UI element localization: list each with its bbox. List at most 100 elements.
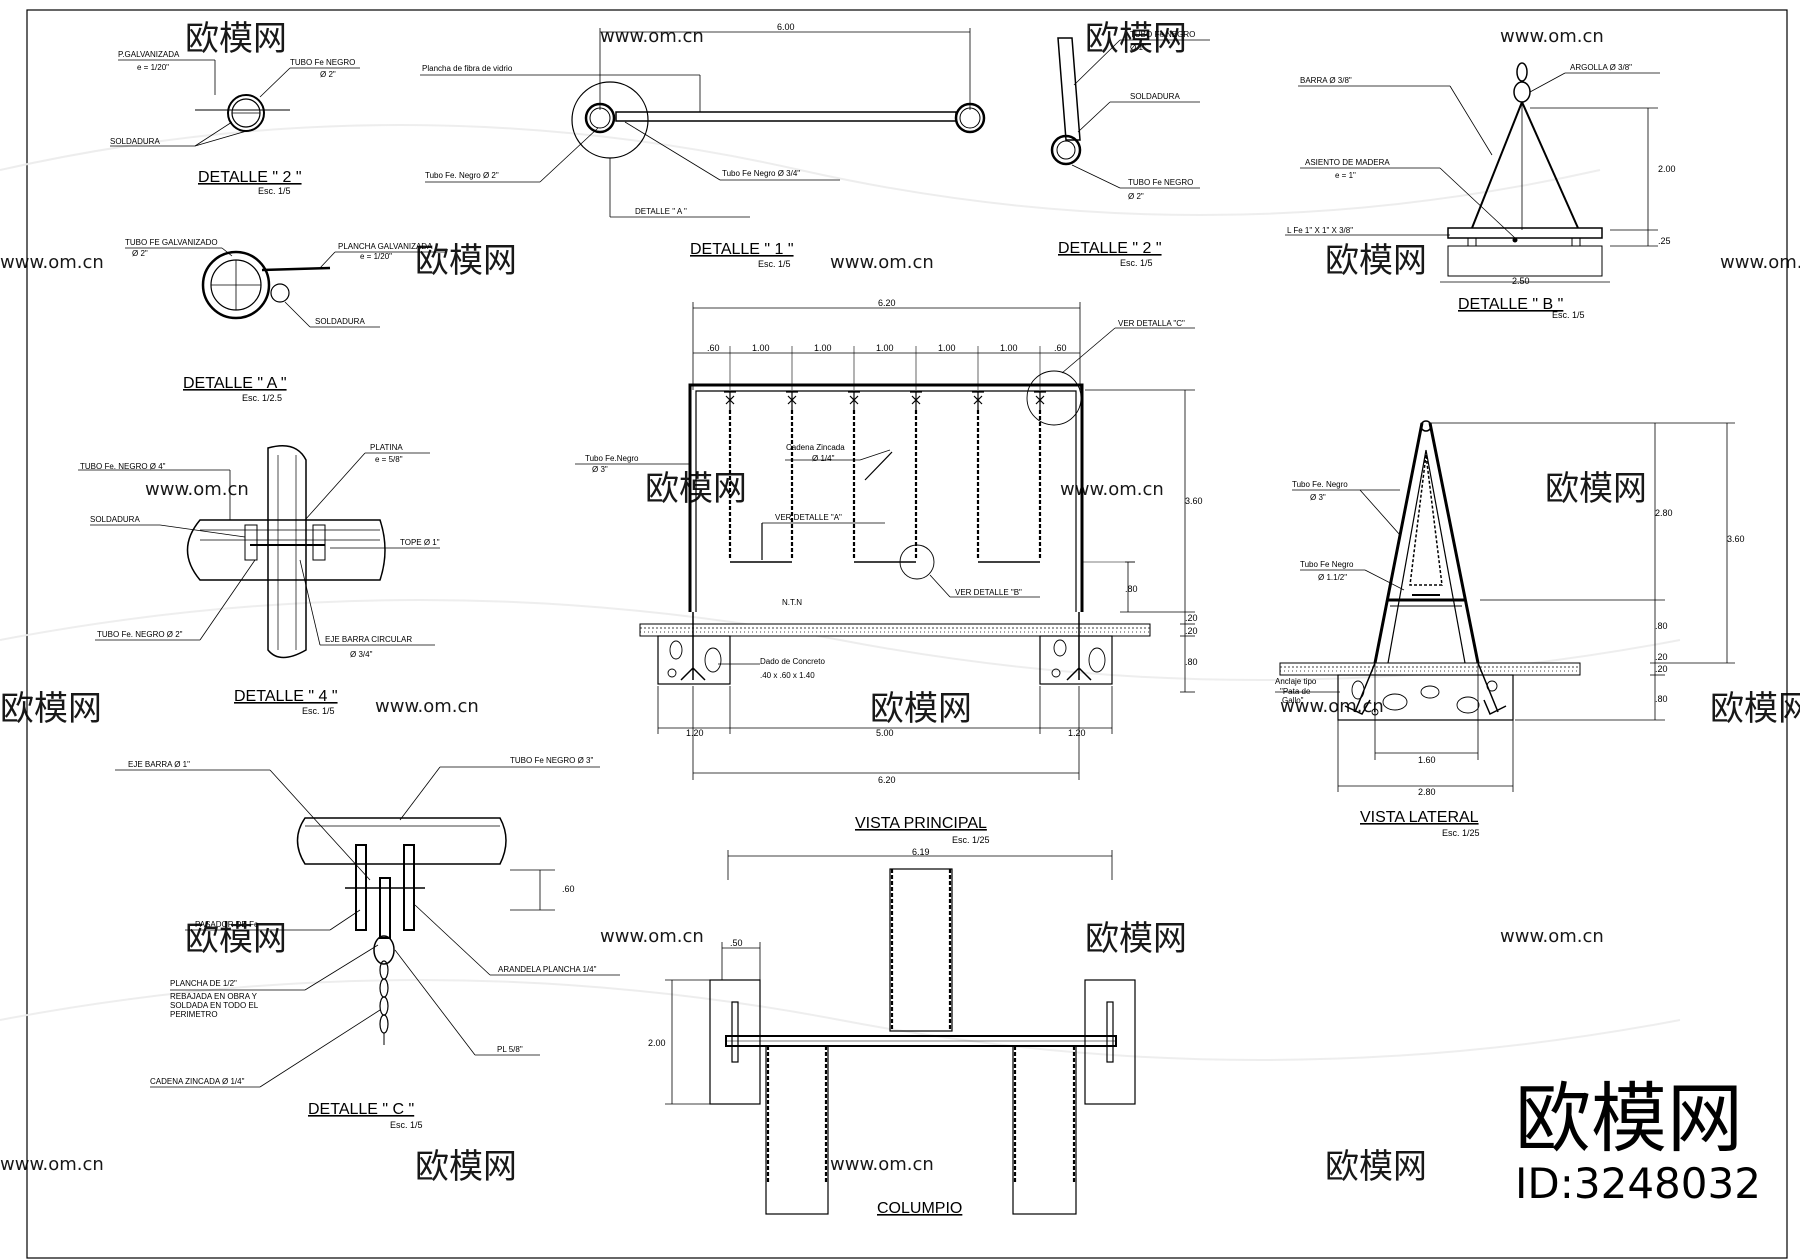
dim-total-top: 6.20 — [878, 298, 896, 308]
watermark-url: www.om.cn — [600, 926, 704, 947]
watermark-url: www.om.cn — [830, 1154, 934, 1175]
detail-1-title: DETALLE " 1 " — [690, 241, 794, 258]
label-tubo-negro-2: TUBO Fe. NEGRO Ø 2" — [97, 630, 183, 639]
vista-lateral-scale: Esc. 1/25 — [1442, 828, 1480, 838]
label-pl: PL 5/8" — [497, 1045, 523, 1054]
dim-right-4: .20 — [1185, 626, 1198, 636]
detail-c-title: DETALLE " C " — [308, 1101, 414, 1118]
watermark-url: www.om.cn — [0, 1154, 104, 1175]
columpio-dim-width: 6.19 — [912, 847, 930, 857]
dim-top-6: 1.00 — [1000, 343, 1018, 353]
sheet-border — [26, 9, 1788, 1259]
label-gallo: Gallo" — [1282, 696, 1304, 705]
label-dado-dims: .40 x .60 x 1.40 — [760, 671, 815, 680]
label-tope: TOPE Ø 1" — [400, 538, 440, 547]
label-asiento-thickness: e = 1" — [1335, 171, 1356, 180]
watermark-url: www.om.cn — [1720, 252, 1800, 273]
detail-c: .60 EJE BARRA Ø 1" TUBO Fe NEGRO Ø 3" PA… — [115, 756, 620, 1130]
detail-b-title: DETALLE " B " — [1458, 296, 1563, 313]
watermark-brand: 欧模网 — [1085, 19, 1187, 59]
detail-2-right: TUBO Fe NEGRO Ø 1" SOLDADURA TUBO Fe NEG… — [1050, 30, 1210, 268]
columpio-plan: 6.19 .50 2.00 COLUMPIO — [648, 847, 1136, 1217]
detail-1: 6.00 Plancha de fibra de vidrio Tubo Fe.… — [420, 22, 986, 269]
watermark-brand: 欧模网 — [0, 689, 102, 729]
label-cadena: Cadena Zincada — [786, 443, 845, 452]
label-tubo-diam-1: Ø 1" — [1130, 43, 1146, 52]
watermark-brand: 欧模网 — [415, 241, 517, 281]
dim-lateral-4: .20 — [1655, 652, 1668, 662]
detail-b-dim-width: 2.50 — [1512, 276, 1530, 286]
label-tubo-negro-2: TUBO Fe NEGRO — [1128, 178, 1193, 187]
label-eje-barra: EJE BARRA CIRCULAR — [325, 635, 412, 644]
detail-b: 2.00 .25 2.50 BARRA Ø 3/8" ARGOLLA Ø 3/8… — [1285, 62, 1676, 320]
detail-4-title: DETALLE " 4 " — [234, 688, 338, 705]
watermark-brand: 欧模网 — [1545, 469, 1647, 509]
label-tubo-diam: Ø 3" — [592, 465, 608, 474]
label-eje-diam: Ø 3/4" — [350, 650, 373, 659]
detail-b-dim-height: 2.00 — [1658, 164, 1676, 174]
watermark-url: www.om.cn — [1500, 926, 1604, 947]
detail-c-dim: .60 — [562, 884, 575, 894]
dim-lateral-total: 2.80 — [1418, 787, 1436, 797]
label-tubo-galv-diam: Ø 2" — [132, 249, 148, 258]
columpio-title: COLUMPIO — [877, 1200, 962, 1217]
label-tubo-negro-1: TUBO Fe NEGRO — [1130, 30, 1195, 39]
label-arandela: ARANDELA PLANCHA 1/4" — [498, 965, 597, 974]
label-cadena: CADENA ZINCADA Ø 1/4" — [150, 1077, 245, 1086]
vista-lateral-title: VISTA LATERAL — [1360, 809, 1479, 826]
label-perimetro: PERIMETRO — [170, 1010, 218, 1019]
label-tubo-34: Tubo Fe Negro Ø 3/4" — [722, 169, 800, 178]
detail-1-dim: 6.00 — [777, 22, 795, 32]
dim-lateral-3: .80 — [1655, 621, 1668, 631]
detail-a: TUBO FE GALVANIZADO Ø 2" PLANCHA GALVANI… — [125, 238, 445, 403]
label-tubo-negro-3: Tubo Fe. Negro — [1292, 480, 1348, 489]
columpio-dim-depth: 2.00 — [648, 1038, 666, 1048]
detail-b-scale: Esc. 1/5 — [1552, 310, 1585, 320]
dim-bottom-total: 6.20 — [878, 775, 896, 785]
detail-2-top-left: P.GALVANIZADA e = 1/20" TUBO Fe NEGRO Ø … — [110, 50, 360, 196]
watermark-brand: 欧模网 — [185, 919, 287, 959]
label-ver-detalle-a: VER DETALLE "A" — [775, 513, 842, 522]
label-platina: PLATINA — [370, 443, 403, 452]
watermark-brand: 欧模网 — [415, 1147, 517, 1187]
watermark-url: www.om.cn — [830, 252, 934, 273]
detail-2-scale: Esc. 1/5 — [258, 186, 291, 196]
detail-b-dim-seat: .25 — [1658, 236, 1671, 246]
detail-a-scale: Esc. 1/2.5 — [242, 393, 282, 403]
label-angulo: L Fe 1" X 1" X 3/8" — [1287, 226, 1353, 235]
watermark-id: ID:3248032 — [1515, 1159, 1761, 1208]
watermark-url: www.om.cn — [1060, 479, 1164, 500]
watermark-brand: 欧模网 — [1325, 1147, 1427, 1187]
detail-a-title: DETALLE " A " — [183, 375, 287, 392]
vista-principal: 6.20 .60 1.00 1.00 1.00 1.00 1.00 .60 — [575, 298, 1203, 845]
label-tubo-negro: TUBO Fe NEGRO — [290, 58, 355, 67]
label-ver-detalle-b: VER DETALLE "B" — [955, 588, 1022, 597]
label-tubo-negro-15: Tubo Fe Negro — [1300, 560, 1354, 569]
label-plancha-galv: PLANCHA GALVANIZADA — [338, 242, 433, 251]
dim-top-5: 1.00 — [938, 343, 956, 353]
dim-top-3: 1.00 — [814, 343, 832, 353]
dim-lateral-1: 2.80 — [1655, 508, 1673, 518]
watermark-brand: 欧模网 — [1710, 689, 1800, 729]
detail-4: TUBO Fe. NEGRO Ø 4" PLATINA e = 5/8" SOL… — [78, 443, 440, 716]
dim-bottom-2: 5.00 — [876, 728, 894, 738]
detail-2-right-scale: Esc. 1/5 — [1120, 258, 1153, 268]
vista-principal-title: VISTA PRINCIPAL — [855, 815, 987, 832]
label-plancha-fibra: Plancha de fibra de vidrio — [422, 64, 513, 73]
label-barra: BARRA Ø 3/8" — [1300, 76, 1352, 85]
label-ntn: N.T.N — [782, 598, 802, 607]
label-tubo-galv: TUBO FE GALVANIZADO — [125, 238, 218, 247]
label-eje-barra: EJE BARRA Ø 1" — [128, 760, 190, 769]
dim-right-5: .80 — [1185, 657, 1198, 667]
dim-lateral-base: 1.60 — [1418, 755, 1436, 765]
label-rebajada: REBAJADA EN OBRA Y — [170, 992, 258, 1001]
vista-lateral: Tubo Fe. Negro Ø 3" Tubo Fe Negro Ø 1.1/… — [1275, 420, 1745, 838]
label-tubo-negro: Tubo Fe.Negro — [585, 454, 639, 463]
dim-lateral-5: .20 — [1655, 664, 1668, 674]
label-ver-detalle-c: VER DETALLA "C" — [1118, 319, 1185, 328]
dim-top-4: 1.00 — [876, 343, 894, 353]
detail-2-right-title: DETALLE " 2 " — [1058, 240, 1162, 257]
dim-top-2: 1.00 — [752, 343, 770, 353]
label-pasador: PASADOR DE Fe — [195, 920, 259, 929]
label-tubo-diam-15: Ø 1.1/2" — [1318, 573, 1347, 582]
